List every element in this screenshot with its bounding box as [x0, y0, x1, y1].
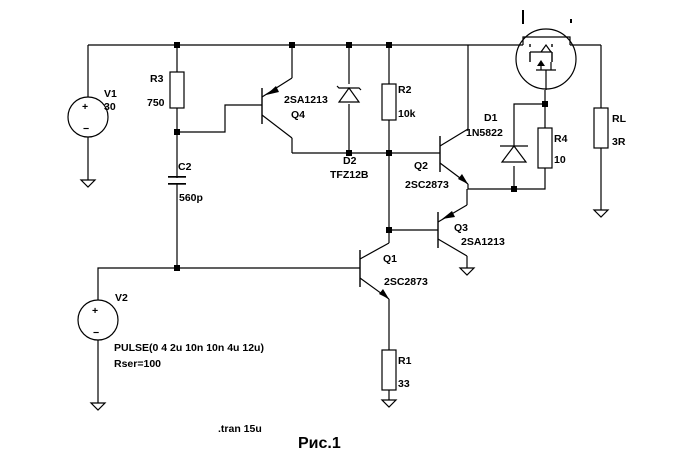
d2-zener: D2 TFZ12B	[330, 45, 369, 181]
v2-source: + − V2 PULSE(0 4 2u 10n 10n 4u 12u) Rser…	[77, 292, 264, 403]
v2-minus-sign: −	[93, 327, 99, 339]
q3-value: 2SA1213	[461, 236, 505, 248]
r3-to-q4-base-wire	[177, 104, 262, 133]
r4-name: R4	[554, 133, 568, 145]
input-wire	[97, 267, 360, 300]
q1-name: Q1	[383, 253, 397, 265]
rl-name: RL	[612, 113, 627, 125]
figure-title: Рис.1	[298, 435, 341, 452]
r1-name: R1	[398, 355, 412, 367]
r3-resistor: R3 750	[147, 45, 185, 268]
v1-name: V1	[104, 88, 117, 100]
r4-resistor: R4 10	[537, 90, 568, 169]
d1-value: 1N5822	[466, 127, 503, 139]
v1-minus-sign: −	[83, 123, 89, 135]
q2-value: 2SC2873	[405, 179, 449, 191]
q1-transistor: Q1 2SC2873	[359, 230, 428, 350]
c2-name: C2	[178, 161, 192, 173]
q4-value: 2SA1213	[284, 94, 328, 106]
q3-name: Q3	[454, 222, 468, 234]
junction-dots	[174, 42, 548, 271]
r1-value: 33	[398, 378, 410, 390]
q3-transistor: Q3 2SA1213	[437, 189, 505, 268]
v2-value: PULSE(0 4 2u 10n 10n 4u 12u)	[114, 342, 264, 354]
mosfet	[515, 10, 577, 90]
v1-source: + − V1 30	[67, 45, 117, 180]
q4-name: Q4	[291, 109, 305, 121]
q2-name: Q2	[414, 160, 428, 172]
rl-resistor: RL 3R	[593, 45, 627, 210]
d2-value: TFZ12B	[330, 169, 369, 181]
c2-capacitor: C2 560p	[168, 161, 203, 204]
emitter-node-wire	[467, 168, 546, 190]
r1-resistor: R1 33	[381, 349, 412, 400]
r2-value: 10k	[398, 108, 416, 120]
ground-v2	[89, 402, 107, 411]
r2-resistor: R2 10k	[381, 45, 416, 230]
c2-value: 560p	[179, 192, 203, 204]
spice-directive: .tran 15u	[218, 423, 262, 435]
q1-value: 2SC2873	[384, 276, 428, 288]
r3-value: 750	[147, 97, 165, 109]
q4-transistor: 2SA1213 Q4	[261, 45, 328, 153]
ground-rl	[592, 209, 610, 218]
d1-diode: D1 1N5822	[466, 103, 545, 163]
d1-name: D1	[484, 112, 498, 124]
ground-q3	[458, 267, 476, 276]
ground-r1	[380, 399, 398, 408]
v2-rser: Rser=100	[114, 358, 161, 370]
q2-transistor: Q2 2SC2873	[405, 45, 469, 191]
v1-plus-sign: +	[82, 101, 88, 113]
r2-name: R2	[398, 84, 412, 96]
d2-name: D2	[343, 155, 357, 167]
rl-value: 3R	[612, 136, 626, 148]
r3-name: R3	[150, 73, 164, 85]
v1-value: 30	[104, 101, 116, 113]
r4-value: 10	[554, 154, 566, 166]
v2-name: V2	[115, 292, 128, 304]
v2-plus-sign: +	[92, 305, 98, 317]
ground-v1	[79, 179, 97, 188]
